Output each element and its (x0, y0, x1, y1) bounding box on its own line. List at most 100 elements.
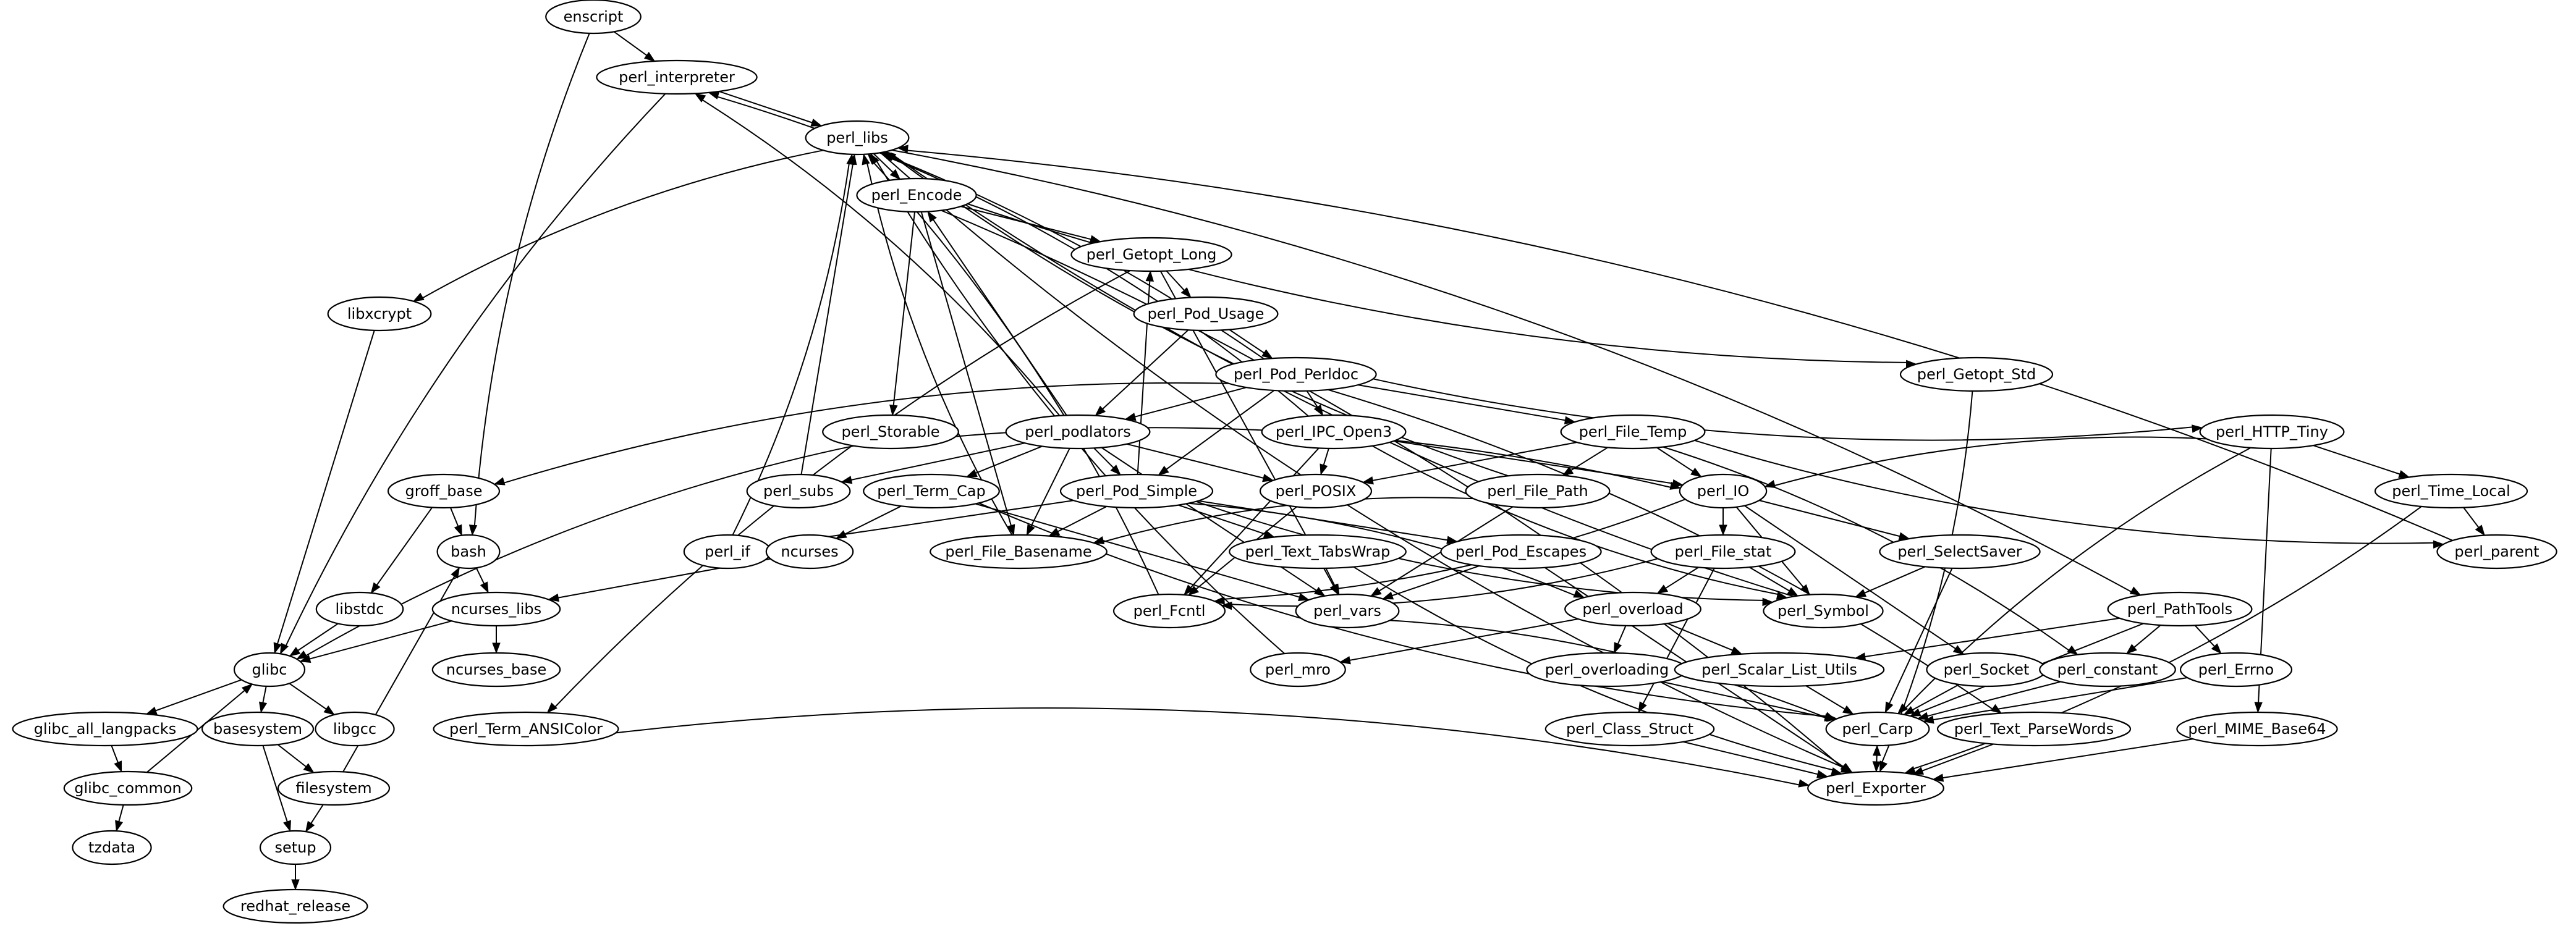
node-perl_parent[interactable]: perl_parent (2436, 534, 2557, 570)
node-setup[interactable]: setup (259, 830, 332, 865)
edge-perl_podlators-to-perl_Encode (927, 211, 1067, 416)
node-perl_Fcntl[interactable]: perl_Fcntl (1112, 593, 1226, 629)
node-perl_PathTools[interactable]: perl_PathTools (2107, 591, 2253, 627)
node-perl_Text_TabsWrap[interactable]: perl_Text_TabsWrap (1229, 534, 1407, 570)
arrowhead-icon (841, 476, 853, 484)
node-label: perl_IO (1697, 482, 1750, 500)
edge-ncurses_libs-to-glibc (299, 620, 452, 663)
edge-line (1875, 755, 1878, 772)
node-perl_Exporter[interactable]: perl_Exporter (1807, 770, 1944, 806)
node-perl_Text_ParseWords[interactable]: perl_Text_ParseWords (1936, 711, 2132, 747)
node-groff_base[interactable]: groff_base (387, 473, 501, 509)
node-perl_Encode[interactable]: perl_Encode (856, 177, 977, 213)
edge-perl_constant-to-perl_Carp (1917, 681, 2061, 720)
node-perl_Time_Local[interactable]: perl_Time_Local (2374, 473, 2528, 509)
node-perl_Pod_Simple[interactable]: perl_Pod_Simple (1059, 473, 1214, 509)
arrowhead-icon (1298, 592, 1310, 601)
edge-line (310, 804, 324, 824)
node-perl_File_Basename[interactable]: perl_File_Basename (930, 534, 1108, 570)
node-perl_vars[interactable]: perl_vars (1295, 593, 1400, 629)
node-perl_constant[interactable]: perl_constant (2039, 652, 2176, 688)
node-perl_Carp[interactable]: perl_Carp (1825, 711, 1930, 747)
edge-line (613, 31, 647, 56)
node-ellipse (387, 473, 501, 509)
node-perl_mro[interactable]: perl_mro (1250, 652, 1346, 688)
arrowhead-icon (1787, 587, 1799, 597)
arrowhead-icon (468, 524, 478, 536)
edge-line (1570, 447, 1608, 471)
node-perl_Scalar_List_Utils[interactable]: perl_Scalar_List_Utils (1674, 652, 1885, 688)
arrowhead-icon (965, 469, 978, 478)
node-glibc_all_langpacks[interactable]: glibc_all_langpacks (12, 711, 198, 747)
node-ellipse (1261, 414, 1407, 450)
node-perl_Getopt_Std[interactable]: perl_Getopt_Std (1899, 356, 2054, 392)
node-label: perl_File_stat (1675, 543, 1772, 560)
node-ellipse (1763, 593, 1884, 629)
node-perl_Term_ANSIColor[interactable]: perl_Term_ANSIColor (433, 711, 619, 747)
node-enscript[interactable]: enscript (545, 0, 642, 35)
arrowhead-icon (1922, 715, 1934, 724)
node-ellipse (805, 120, 910, 156)
node-perl_if[interactable]: perl_if (683, 534, 772, 570)
node-perl_HTTP_Tiny[interactable]: perl_HTTP_Tiny (2199, 414, 2345, 450)
node-label: perl_Scalar_List_Utils (1701, 661, 1857, 678)
node-perl_SelectSaver[interactable]: perl_SelectSaver (1879, 534, 2041, 570)
node-perl_Errno[interactable]: perl_Errno (2179, 652, 2293, 688)
node-ellipse (1005, 414, 1151, 450)
edge-line (1224, 499, 1686, 600)
node-perl_Getopt_Long[interactable]: perl_Getopt_Long (1070, 237, 1232, 272)
node-ellipse (1059, 473, 1214, 509)
node-ncurses[interactable]: ncurses (765, 534, 854, 570)
arrowhead-icon (1613, 642, 1622, 654)
node-perl_interpreter[interactable]: perl_interpreter (596, 59, 758, 95)
node-perl_subs[interactable]: perl_subs (746, 473, 851, 509)
node-glibc[interactable]: glibc (233, 652, 306, 688)
node-perl_Term_Cap[interactable]: perl_Term_Cap (863, 473, 1000, 509)
node-ncurses_libs[interactable]: ncurses_libs (431, 591, 561, 627)
node-perl_IPC_Open3[interactable]: perl_IPC_Open3 (1261, 414, 1407, 450)
node-perl_Class_Struct[interactable]: perl_Class_Struct (1544, 711, 1715, 747)
node-redhat_release[interactable]: redhat_release (222, 888, 368, 924)
node-perl_Symbol[interactable]: perl_Symbol (1763, 593, 1884, 629)
node-perl_IO[interactable]: perl_IO (1679, 473, 1768, 509)
node-libxcrypt[interactable]: libxcrypt (327, 296, 432, 332)
node-tzdata[interactable]: tzdata (72, 830, 152, 865)
node-libstdc[interactable]: libstdc (315, 591, 404, 627)
node-label: perl_mro (1265, 661, 1331, 678)
node-perl_File_stat[interactable]: perl_File_stat (1650, 534, 1796, 570)
node-perl_Storable[interactable]: perl_Storable (822, 414, 959, 450)
edge-perl_Socket-to-perl_Carp (1903, 684, 1960, 715)
node-basesystem[interactable]: basesystem (201, 711, 315, 747)
node-ellipse (2436, 534, 2557, 570)
arrowhead-icon (1158, 465, 1169, 476)
edge-perl_Errno-to-perl_Carp (1922, 677, 2188, 724)
node-perl_File_Path[interactable]: perl_File_Path (1465, 473, 1611, 509)
edge-perl_overload-to-perl_overloading (1613, 625, 1627, 654)
edge-perl_IO-to-perl_Socket (1744, 505, 1965, 655)
edge-perl_podlators-to-perl_interpreter (694, 93, 1061, 416)
edge-filesystem-to-setup (305, 804, 324, 833)
node-label: filesystem (295, 780, 371, 797)
node-glibc_common[interactable]: glibc_common (63, 770, 193, 806)
node-perl_libs[interactable]: perl_libs (805, 120, 910, 156)
node-perl_POSIX[interactable]: perl_POSIX (1259, 473, 1373, 509)
node-perl_podlators[interactable]: perl_podlators (1005, 414, 1151, 450)
node-perl_Pod_Usage[interactable]: perl_Pod_Usage (1133, 296, 1279, 332)
node-perl_overloading[interactable]: perl_overloading (1526, 652, 1688, 688)
node-perl_File_Temp[interactable]: perl_File_Temp (1560, 414, 1706, 450)
node-libgcc[interactable]: libgcc (315, 711, 395, 747)
arrowhead-icon (1952, 645, 1965, 655)
node-bash[interactable]: bash (436, 534, 501, 570)
arrowhead-icon (303, 763, 315, 773)
node-ellipse (1070, 237, 1232, 272)
node-perl_overload[interactable]: perl_overload (1564, 591, 1701, 627)
node-perl_Pod_Escapes[interactable]: perl_Pod_Escapes (1440, 534, 1602, 570)
node-perl_MIME_Base64[interactable]: perl_MIME_Base64 (2176, 711, 2338, 747)
node-label: perl_Getopt_Long (1087, 246, 1217, 263)
node-ncurses_base[interactable]: ncurses_base (431, 652, 561, 688)
edge-perl_Getopt_Long-to-perl_Term_ANSIColor (546, 270, 1131, 713)
node-filesystem[interactable]: filesystem (277, 770, 391, 806)
node-perl_Socket[interactable]: perl_Socket (1926, 652, 2047, 688)
node-perl_Pod_Perldoc[interactable]: perl_Pod_Perldoc (1215, 356, 1377, 392)
